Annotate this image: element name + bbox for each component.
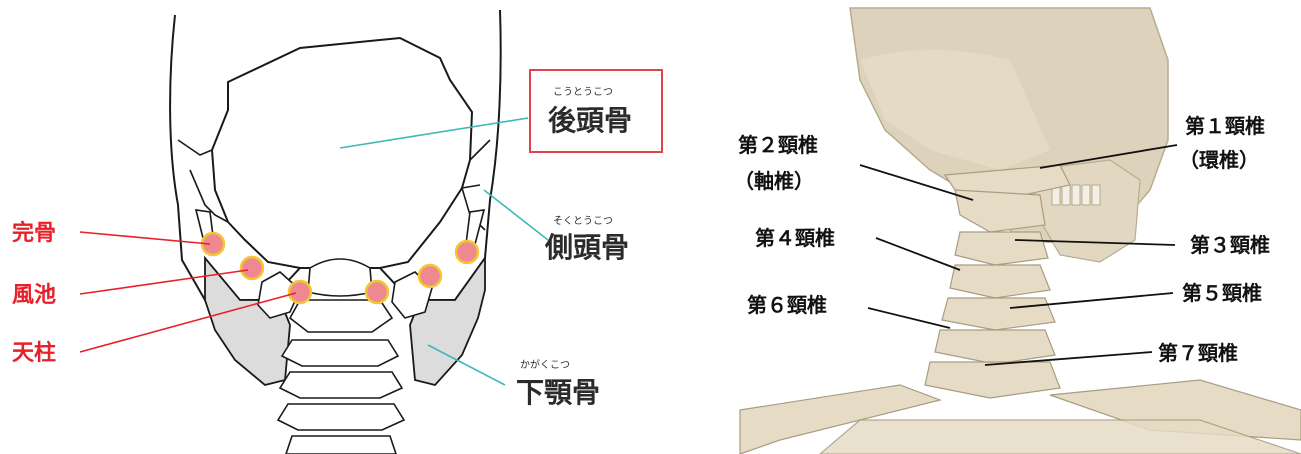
acupoint-markers <box>200 231 480 305</box>
vertebra-label-c2: 第２頸椎 <box>738 133 818 157</box>
vertebra-label-c3: 第３頸椎 <box>1190 233 1270 257</box>
left-skull-diagram: 完骨 風池 天柱 こうとうこつ 後頭骨 そくとうこつ 側頭骨 かがくこつ 下顎骨 <box>12 9 663 454</box>
acupoint-fuchi-right <box>417 263 443 289</box>
vertebra-label-c4: 第４頸椎 <box>755 226 835 250</box>
point-label-fuchi: 風池 <box>12 283 56 308</box>
acupoint-kankotsu-right <box>454 239 480 265</box>
vertebra-sub-c2: （軸椎） <box>734 169 814 193</box>
point-label-tenchu: 天柱 <box>12 341 56 366</box>
vertebra-label-c7: 第７頸椎 <box>1158 341 1238 365</box>
bone-ruby-occipital: こうとうこつ <box>553 86 613 98</box>
skull-outline <box>169 9 502 301</box>
bone-ruby-temporal: そくとうこつ <box>553 215 613 227</box>
lambdoid-suture-left <box>177 139 229 223</box>
occipital-label-box <box>529 69 663 153</box>
cranium-shade <box>860 50 1050 170</box>
bone-label-temporal: 側頭骨 <box>544 231 629 264</box>
occipital-contour <box>210 36 474 269</box>
bone-label-occipital: 後頭骨 <box>548 104 632 137</box>
mandible-right <box>409 255 486 387</box>
teeth <box>1051 184 1101 206</box>
point-label-kankotsu: 完骨 <box>12 220 56 246</box>
cervical-spine <box>276 258 406 454</box>
clavicles-ribs <box>739 379 1301 454</box>
acupoint-tenchu-right <box>364 279 390 305</box>
vertebra-sub-c1: （環椎） <box>1179 148 1259 172</box>
vertebra-leaders <box>859 144 1178 366</box>
acupoint-tenchu-left <box>287 279 313 305</box>
right-spine-diagram: 第１頸椎 （環椎） 第２頸椎 （軸椎） 第３頸椎 第４頸椎 第５頸椎 第６頸椎 … <box>734 7 1301 454</box>
vertebra-label-c6: 第６頸椎 <box>747 293 827 317</box>
vertebra-label-c1: 第１頸椎 <box>1185 114 1265 138</box>
acupoint-leaders <box>79 231 297 353</box>
bone-label-mandible: 下顎骨 <box>516 376 600 409</box>
bone-ruby-mandible: かがくこつ <box>520 358 570 371</box>
vertebra-label-c5: 第５頸椎 <box>1182 281 1262 305</box>
acupoint-fuchi-left <box>239 255 265 281</box>
atlas-left <box>257 271 301 319</box>
bone-leaders <box>339 117 549 386</box>
